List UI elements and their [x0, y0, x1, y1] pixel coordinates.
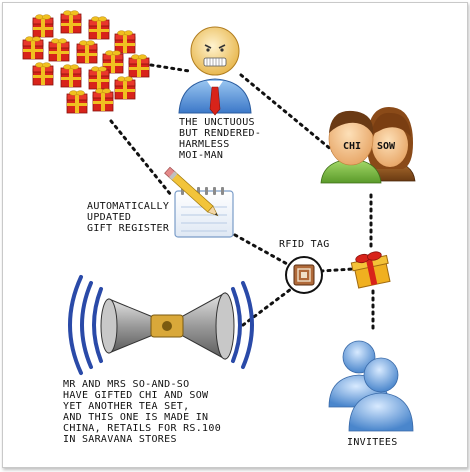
announcement-line-1: Mr and Mrs So-and-so: [63, 379, 190, 390]
moi-man-label-line-1: The unctuous: [179, 117, 255, 128]
connector-gifts-moiman: [149, 63, 191, 73]
announcement-line-6: in Saravana stores: [63, 434, 177, 445]
gift-register-label-line-2: updated: [87, 212, 132, 223]
moi-man-label-line-2: but rendered-: [179, 128, 262, 139]
loudspeaker-icon: [68, 275, 254, 375]
announcement-line-4: and this one is made in: [63, 412, 209, 423]
connector-moiman-couple: [239, 73, 335, 153]
invitees-icon: [328, 340, 414, 432]
connector-gifts-register: [109, 119, 173, 197]
moi-man-icon: [178, 26, 252, 116]
couple-left-name: Chi: [343, 141, 362, 152]
announcement-line-3: yet another tea set,: [63, 401, 190, 412]
couple-right-name: Sow: [377, 141, 396, 152]
moi-man-label-line-3: harmless: [179, 139, 230, 150]
diagram-canvas: The unctuous but rendered- harmless moi-…: [2, 2, 468, 468]
gift-register-label-line-3: gift register: [87, 223, 170, 234]
gift-register-label: Automatically updated gift register: [87, 201, 169, 234]
notepad-pencil-icon: [164, 166, 234, 238]
announcement-line-5: China, retails for Rs.100: [63, 423, 222, 434]
couple-icon: [320, 107, 416, 184]
moi-man-label-line-4: moi-man: [179, 150, 224, 161]
moi-man-label: The unctuous but rendered- harmless moi-…: [179, 117, 261, 161]
connector-register-rfid: [233, 233, 291, 267]
invitees-label: Invitees: [347, 437, 398, 448]
rfid-tag-label: RFID tag: [279, 239, 330, 250]
connector-rfid-giftbox: [319, 267, 355, 273]
gift-box-icon: [350, 251, 391, 289]
rfid-tag-icon: [285, 256, 323, 294]
announcement-line-2: have gifted Chi and Sow: [63, 390, 209, 401]
announcement-text: Mr and Mrs So-and-so have gifted Chi and…: [63, 379, 221, 445]
gift-register-label-line-1: Automatically: [87, 201, 170, 212]
